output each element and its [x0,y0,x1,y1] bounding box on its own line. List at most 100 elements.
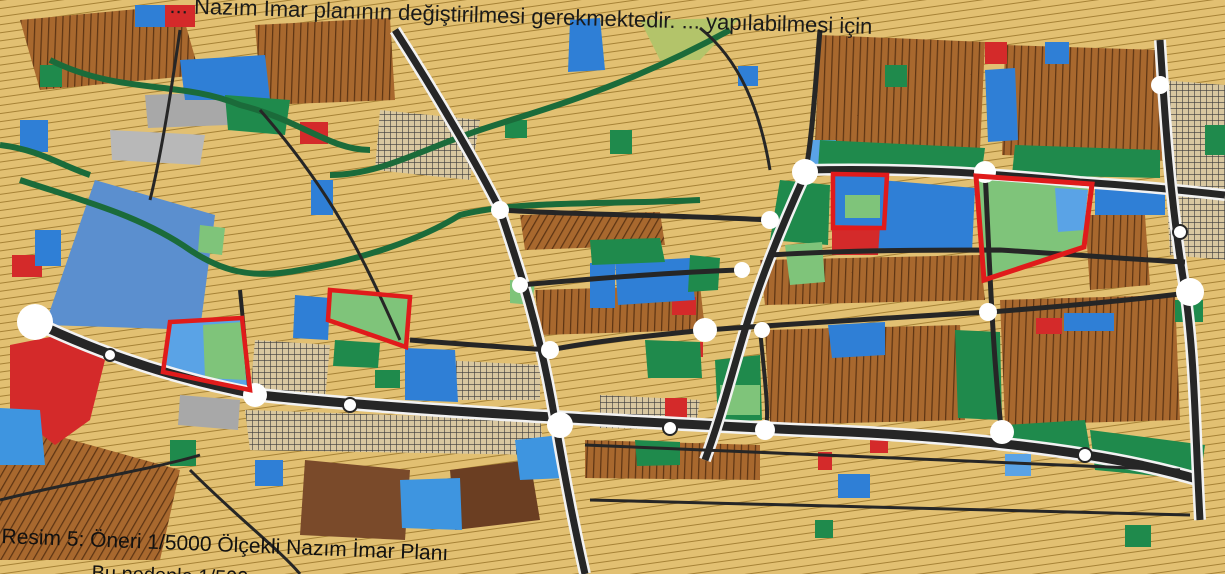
road-junction [103,348,117,362]
residential-zone-dark [300,460,410,540]
public-parcel [875,180,975,252]
road-junction [1172,224,1188,240]
light-green-area [785,242,825,285]
proposal-parcel-fill [203,322,246,380]
green-area [955,330,1002,420]
commercial-area [165,5,195,27]
residential-zone [1002,45,1162,160]
residential-zone [815,35,985,150]
green-area [1125,525,1151,547]
green-road [0,142,91,178]
residential-zone [765,325,965,425]
commercial-area [985,42,1007,64]
public-parcel [405,348,458,402]
green-area [505,120,527,138]
road-junction [990,420,1014,444]
proposal-parcel-fill [832,225,880,255]
public-parcel [828,322,885,358]
public-parcel [615,258,695,305]
commercial-area [665,398,687,418]
road-junction [754,322,770,338]
secondary-road [769,247,1186,265]
proposal-outline-4 [973,173,1095,284]
road-junction [491,201,509,219]
proposal-outline-2 [325,287,413,351]
secondary-road [519,267,741,288]
residential-zone [0,420,180,560]
dense-urban-area [250,340,330,400]
secondary-road [982,169,1005,436]
road-junction [512,277,528,293]
public-parcel [135,5,165,27]
secondary-road [258,109,402,341]
road-junction [547,412,573,438]
green-area [610,130,632,154]
gray-area [178,395,240,430]
gray-area [110,130,205,165]
commercial-area [870,437,888,453]
road-junction [755,420,775,440]
road-junction [979,303,997,321]
green-area [375,370,400,388]
residential-zone [255,18,395,105]
main-road [701,173,809,462]
light-green-area [640,18,740,60]
proposal-parcel-fill [330,292,408,345]
road-junction [662,420,678,436]
residential-zone-dark [450,460,540,530]
secondary-road [188,468,302,574]
dense-urban-area [245,410,545,455]
road-junction [792,159,818,185]
road-junction [693,318,717,342]
green-road [19,177,701,277]
road-junction [342,397,358,413]
public-parcel [1064,313,1114,331]
public-area-large [45,180,215,330]
public-parcel [311,180,333,215]
green-area [885,65,907,87]
public-parcel [1005,454,1031,476]
public-parcel [1045,42,1069,64]
road-junction [1176,278,1204,306]
green-area [815,520,833,538]
green-area [1205,125,1225,155]
green-area [590,238,665,265]
road-junction [541,341,559,359]
public-parcel [568,18,605,72]
commercial-area [672,297,696,315]
green-area [635,440,680,466]
proposal-outline-1 [160,315,253,393]
dense-urban-area [440,360,540,400]
commercial-area [12,255,42,277]
green-area [1012,145,1160,178]
secondary-road [589,498,1191,517]
road-junction [243,383,267,407]
residential-zone [1085,215,1150,290]
road-junction [734,262,750,278]
public-parcel [255,460,283,486]
green-road [48,57,371,153]
secondary-road [584,443,1181,472]
public-parcel [515,435,565,480]
proposal-outline-3 [830,171,890,231]
secondary-road [499,207,771,223]
public-parcel [293,295,330,340]
road-junction [17,304,53,340]
road-junction [1077,447,1093,463]
green-area [645,340,702,378]
green-area [333,340,380,368]
public-parcel [400,478,462,530]
proposal-parcel-fill [1055,188,1088,232]
light-green-area [198,225,225,255]
secondary-road [699,26,772,171]
green-area [40,65,62,87]
green-road [329,27,732,178]
public-parcel [590,263,615,308]
green-area [818,140,985,170]
secondary-road [148,29,182,201]
public-parcel [35,230,61,266]
road-junction [1151,76,1169,94]
